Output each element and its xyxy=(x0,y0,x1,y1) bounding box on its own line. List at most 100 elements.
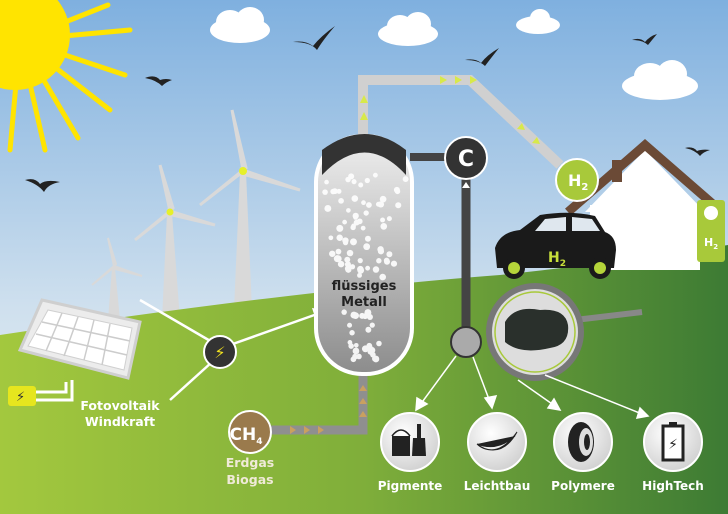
bubble xyxy=(377,246,384,253)
methane-symbol: CH4 xyxy=(230,425,263,447)
bubble xyxy=(329,250,336,257)
bird-icon xyxy=(685,147,710,156)
battery-icon: ⚡ xyxy=(661,422,685,462)
bubble xyxy=(322,189,328,195)
bubble xyxy=(357,267,365,274)
bird-icon xyxy=(465,48,499,66)
bubble xyxy=(364,235,371,242)
bubble xyxy=(402,176,409,183)
carbon-node: C xyxy=(444,136,488,180)
bubble xyxy=(352,347,360,355)
renewables-connector-lines xyxy=(139,298,321,401)
bubble xyxy=(346,208,351,213)
bird-icon xyxy=(145,76,172,86)
bubble xyxy=(379,273,386,281)
bubble xyxy=(353,215,358,220)
bubble xyxy=(372,266,380,273)
birds xyxy=(25,26,710,192)
bubble xyxy=(336,188,342,194)
cloud-icon xyxy=(516,9,560,34)
application-leichtbau: Leichtbau xyxy=(464,412,531,493)
bubble xyxy=(346,249,354,257)
bubble xyxy=(375,201,381,207)
bubble xyxy=(333,255,341,263)
bubble xyxy=(330,188,336,195)
bubble xyxy=(380,217,386,223)
sun-icon xyxy=(0,0,133,153)
bubble xyxy=(353,342,359,348)
bubble xyxy=(383,257,390,264)
bubble xyxy=(349,330,355,336)
clouds xyxy=(210,7,698,100)
renewables-label-line2: Windkraft xyxy=(85,414,155,429)
bubble xyxy=(360,225,366,231)
bubble xyxy=(369,322,375,328)
wind-turbines xyxy=(91,109,301,320)
wind-turbine-icon xyxy=(134,164,216,320)
bubble xyxy=(342,237,349,244)
application-polymere: Polymere xyxy=(551,412,615,493)
bubble xyxy=(352,353,358,360)
bubble xyxy=(337,260,345,268)
hydrogen-symbol: H2 xyxy=(568,171,588,193)
application-pigmente: Pigmente xyxy=(378,412,442,493)
bubble xyxy=(344,265,351,272)
bubble xyxy=(350,224,356,231)
bubble xyxy=(353,219,360,226)
bubble xyxy=(365,265,371,271)
application-label: Leichtbau xyxy=(464,479,531,493)
bubble xyxy=(352,312,360,319)
bubble xyxy=(386,251,393,258)
bubble xyxy=(394,188,401,195)
reactor-label-line1: flüssiges xyxy=(332,279,397,294)
bubble xyxy=(356,353,362,360)
bubble xyxy=(336,224,344,232)
bubble xyxy=(357,258,363,264)
bird-icon xyxy=(632,34,657,45)
bubble xyxy=(361,200,366,206)
bubble xyxy=(324,205,332,212)
bubble xyxy=(358,182,364,188)
bird-icon xyxy=(25,179,60,192)
car-icon: H2 xyxy=(495,212,616,279)
bubble xyxy=(324,179,329,185)
bubble xyxy=(366,202,372,208)
bubble xyxy=(342,219,347,225)
bubble xyxy=(348,173,355,180)
pipes xyxy=(270,75,564,435)
carbon-symbol: C xyxy=(458,147,474,172)
magnifier-carbon-icon xyxy=(450,283,643,381)
bubble xyxy=(380,223,388,230)
bubble xyxy=(338,198,344,204)
bubble xyxy=(347,322,353,328)
bubble xyxy=(372,172,378,178)
bubble xyxy=(363,243,371,251)
bubble xyxy=(351,195,359,202)
plug-icon xyxy=(8,386,36,406)
bubble xyxy=(348,343,354,349)
renewables-label-line1: Fotovoltaik xyxy=(80,398,160,413)
bubble xyxy=(390,260,398,267)
tire-icon xyxy=(568,422,594,462)
application-label: HighTech xyxy=(642,479,704,493)
gas-label-line2: Biogas xyxy=(226,472,273,487)
bubble xyxy=(328,235,334,241)
bubble xyxy=(361,345,369,353)
station-h2-label: H2 xyxy=(704,236,718,251)
bird-icon xyxy=(293,26,335,50)
reactor: flüssiges Metall xyxy=(314,134,414,376)
charging-station-icon: H2 xyxy=(697,200,725,262)
bubble xyxy=(349,264,356,270)
cloud-icon xyxy=(378,12,438,46)
bubble xyxy=(376,258,382,264)
bubble xyxy=(349,238,357,246)
reactor-label-line2: Metall xyxy=(341,295,387,310)
application-label: Polymere xyxy=(551,479,615,493)
wind-turbine-icon xyxy=(91,237,143,320)
bubble xyxy=(365,326,372,333)
hydrogen-node: H2 xyxy=(555,158,599,202)
bubble xyxy=(364,177,370,184)
gas-label-line1: Erdgas xyxy=(226,455,274,470)
svg-text:⚡: ⚡ xyxy=(668,437,678,453)
